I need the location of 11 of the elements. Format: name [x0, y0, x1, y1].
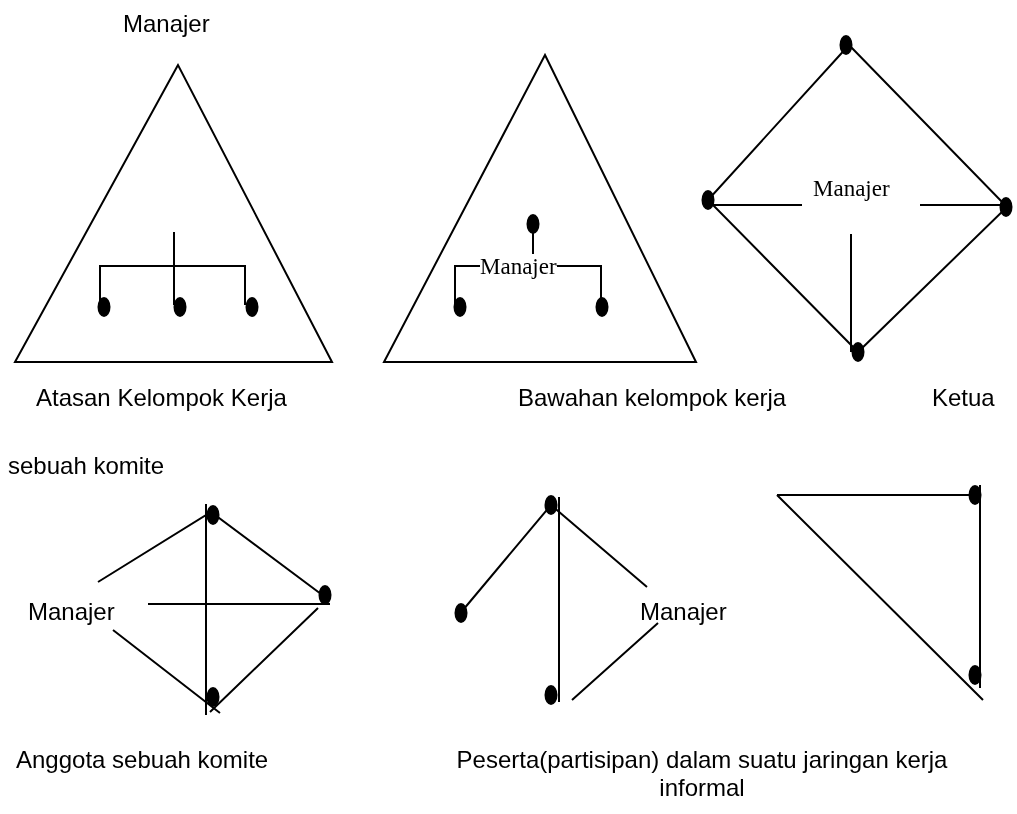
- caption-text: Peserta(partisipan) dalam suatu jaringan kerja informal: [455, 746, 949, 802]
- caption-text: Manajer: [480, 254, 557, 281]
- caption-text: Atasan Kelompok Kerja: [36, 384, 287, 412]
- caption-text: Manajer: [123, 10, 210, 38]
- caption-text: Manajer: [640, 598, 727, 626]
- caption-text: Anggota sebuah komite: [16, 746, 269, 774]
- caption-text: Manajer: [28, 598, 115, 626]
- caption-text: Ketua: [932, 384, 995, 412]
- caption-text: sebuah komite: [8, 452, 165, 480]
- caption-text: Manajer: [813, 176, 890, 203]
- caption-text: Bawahan kelompok kerja: [518, 384, 787, 412]
